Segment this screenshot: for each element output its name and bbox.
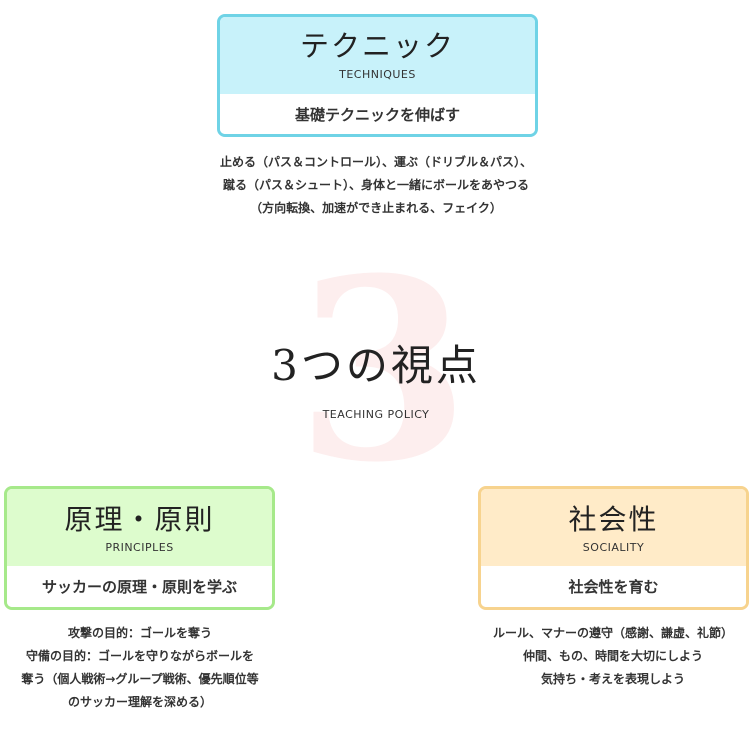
techniques-english-label: TECHNIQUES	[339, 68, 416, 81]
principles-card-header: 原理・原則 PRINCIPLES	[7, 489, 272, 566]
principles-description-line: 攻撃の目的：ゴールを奪う	[67, 626, 212, 640]
sociality-title: 社会性	[568, 503, 659, 536]
sociality-description: ルール、マナーの遵守（感謝、謙虚、礼節） 仲間、もの、時間を大切にしよう 気持ち…	[474, 622, 752, 691]
principles-card: 原理・原則 PRINCIPLES サッカーの原理・原則を学ぶ	[4, 486, 275, 610]
sociality-description-line: ルール、マナーの遵守（感謝、謙虚、礼節）	[492, 626, 733, 640]
principles-subtitle: サッカーの原理・原則を学ぶ	[7, 566, 272, 607]
techniques-description-line: 蹴る（パス＆シュート）、身体と一緒にボールをあやつる	[222, 178, 529, 192]
principles-title: 原理・原則	[64, 503, 215, 536]
techniques-card-header: テクニック TECHNIQUES	[220, 17, 535, 94]
techniques-title: テクニック	[299, 29, 455, 63]
center-subtitle: TEACHING POLICY	[322, 408, 430, 421]
sociality-english-label: SOCIALITY	[582, 541, 645, 554]
principles-description-line: のサッカー理解を深める）	[67, 695, 212, 709]
sociality-card-header: 社会性 SOCIALITY	[481, 489, 746, 566]
principles-description-line: 守備の目的：ゴールを守りながらボールを	[25, 649, 254, 663]
sociality-description-line: 気持ち・考えを表現しよう	[540, 672, 685, 686]
techniques-description-line: 止める（パス＆コントロール）、運ぶ（ドリブル＆パス）、	[219, 155, 532, 169]
techniques-subtitle: 基礎テクニックを伸ばす	[220, 94, 535, 134]
techniques-card: テクニック TECHNIQUES 基礎テクニックを伸ばす	[217, 14, 538, 137]
sociality-subtitle: 社会性を育む	[481, 566, 746, 607]
principles-description-line: 奪う（個人戦術→グループ戦術、優先順位等	[21, 672, 259, 686]
center-title: 3つの視点	[271, 341, 481, 390]
background-number-three: 3	[296, 223, 470, 517]
techniques-description: 止める（パス＆コントロール）、運ぶ（ドリブル＆パス）、 蹴る（パス＆シュート）、…	[200, 151, 552, 220]
sociality-card: 社会性 SOCIALITY 社会性を育む	[478, 486, 749, 610]
principles-english-label: PRINCIPLES	[105, 541, 174, 554]
principles-description: 攻撃の目的：ゴールを奪う 守備の目的：ゴールを守りながらボールを 奪う（個人戦術…	[0, 622, 280, 714]
sociality-description-line: 仲間、もの、時間を大切にしよう	[522, 649, 703, 663]
techniques-description-line: （方向転換、加速ができ止まれる、フェイク）	[250, 201, 502, 215]
